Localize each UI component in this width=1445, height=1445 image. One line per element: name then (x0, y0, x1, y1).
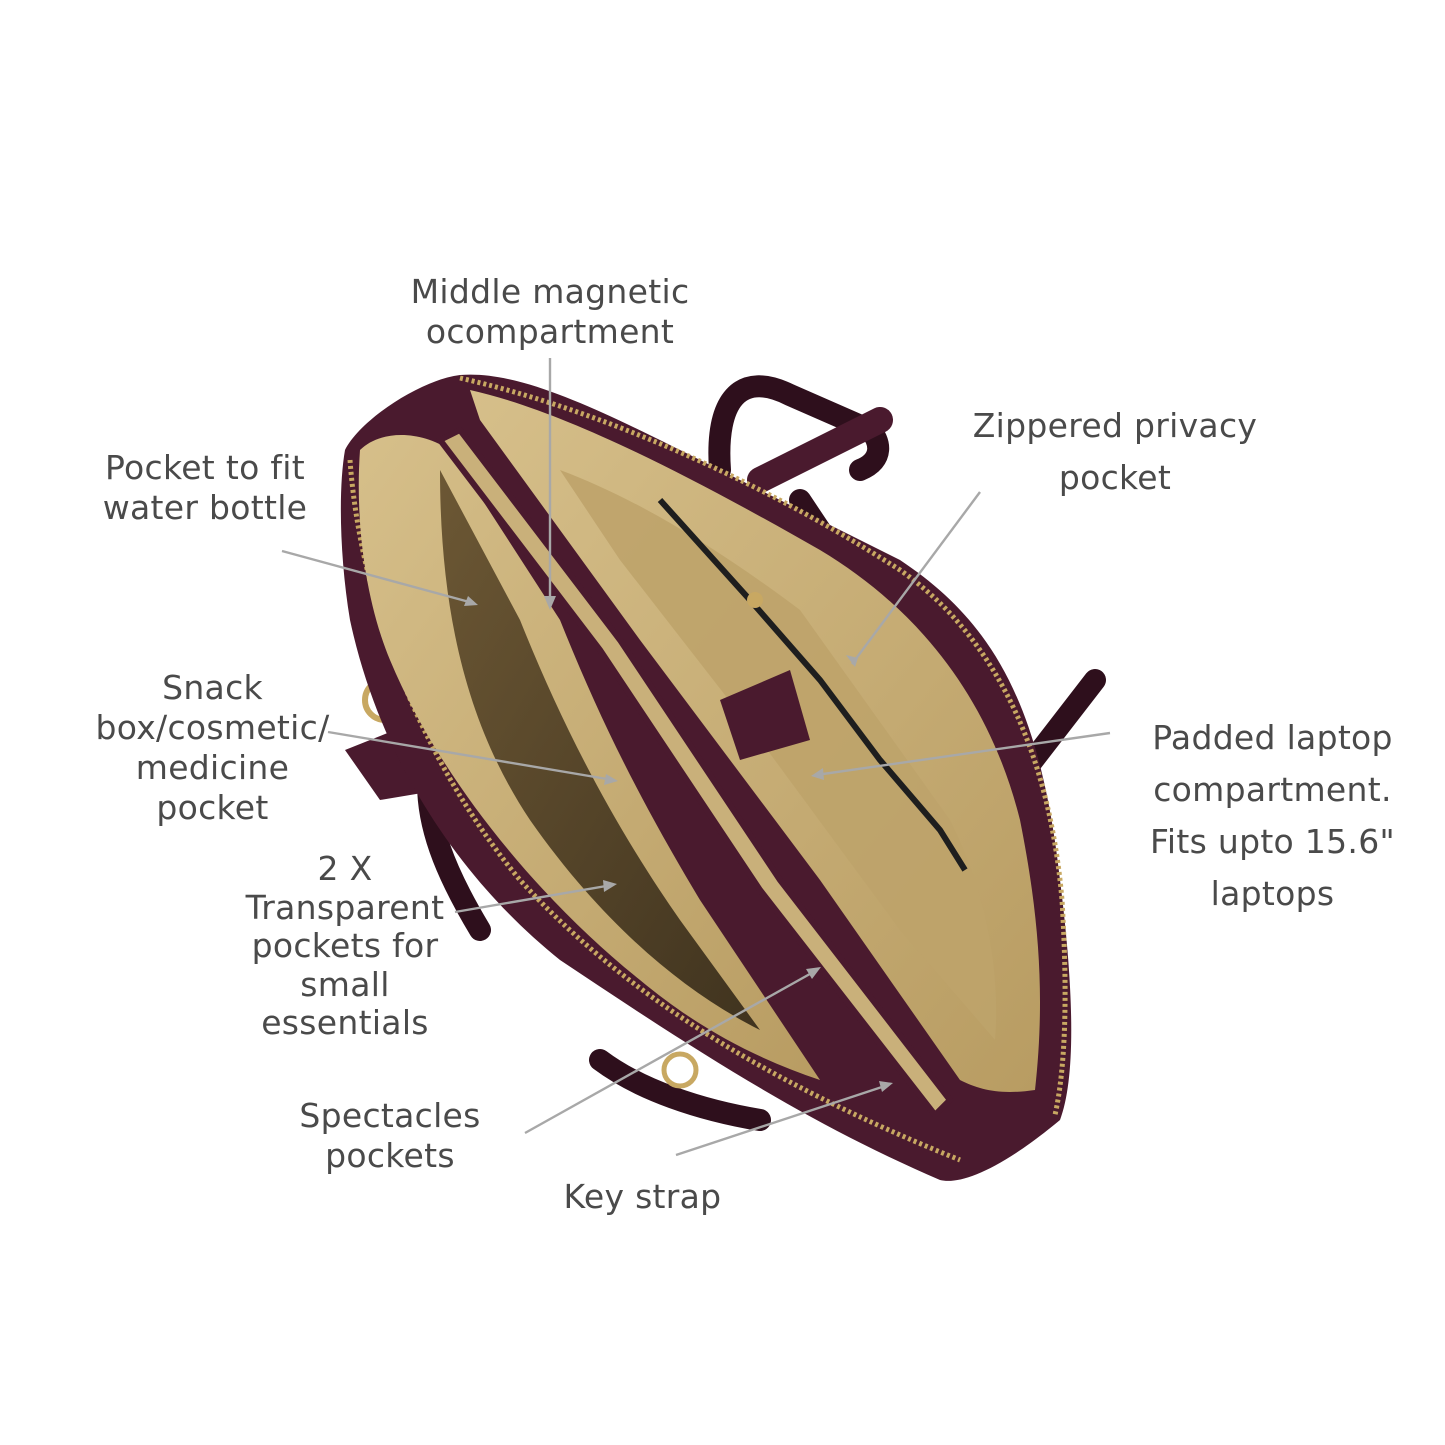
privacy-zipper (657, 497, 968, 872)
label-water-bottle: Pocket to fit water bottle (102, 448, 308, 527)
middle-divider (435, 426, 954, 1120)
annotation-leaders (281, 358, 1111, 1157)
label-middle-magnetic: Middle magnetic ocompartment (410, 272, 690, 351)
label-padded-laptop: Padded laptop compartment. Fits upto 15.… (1149, 718, 1395, 913)
label-spectacles: Spectacles pockets (299, 1096, 481, 1175)
label-transparent-pockets: 2 X Transparent pockets for small essent… (245, 849, 445, 1042)
label-snack-box: Snack box/cosmetic/ medicine pocket (95, 668, 330, 827)
label-zippered-privacy: Zippered privacy pocket (972, 406, 1258, 497)
label-key-strap: Key strap (563, 1177, 722, 1216)
laptop-strap-tab (720, 670, 810, 760)
